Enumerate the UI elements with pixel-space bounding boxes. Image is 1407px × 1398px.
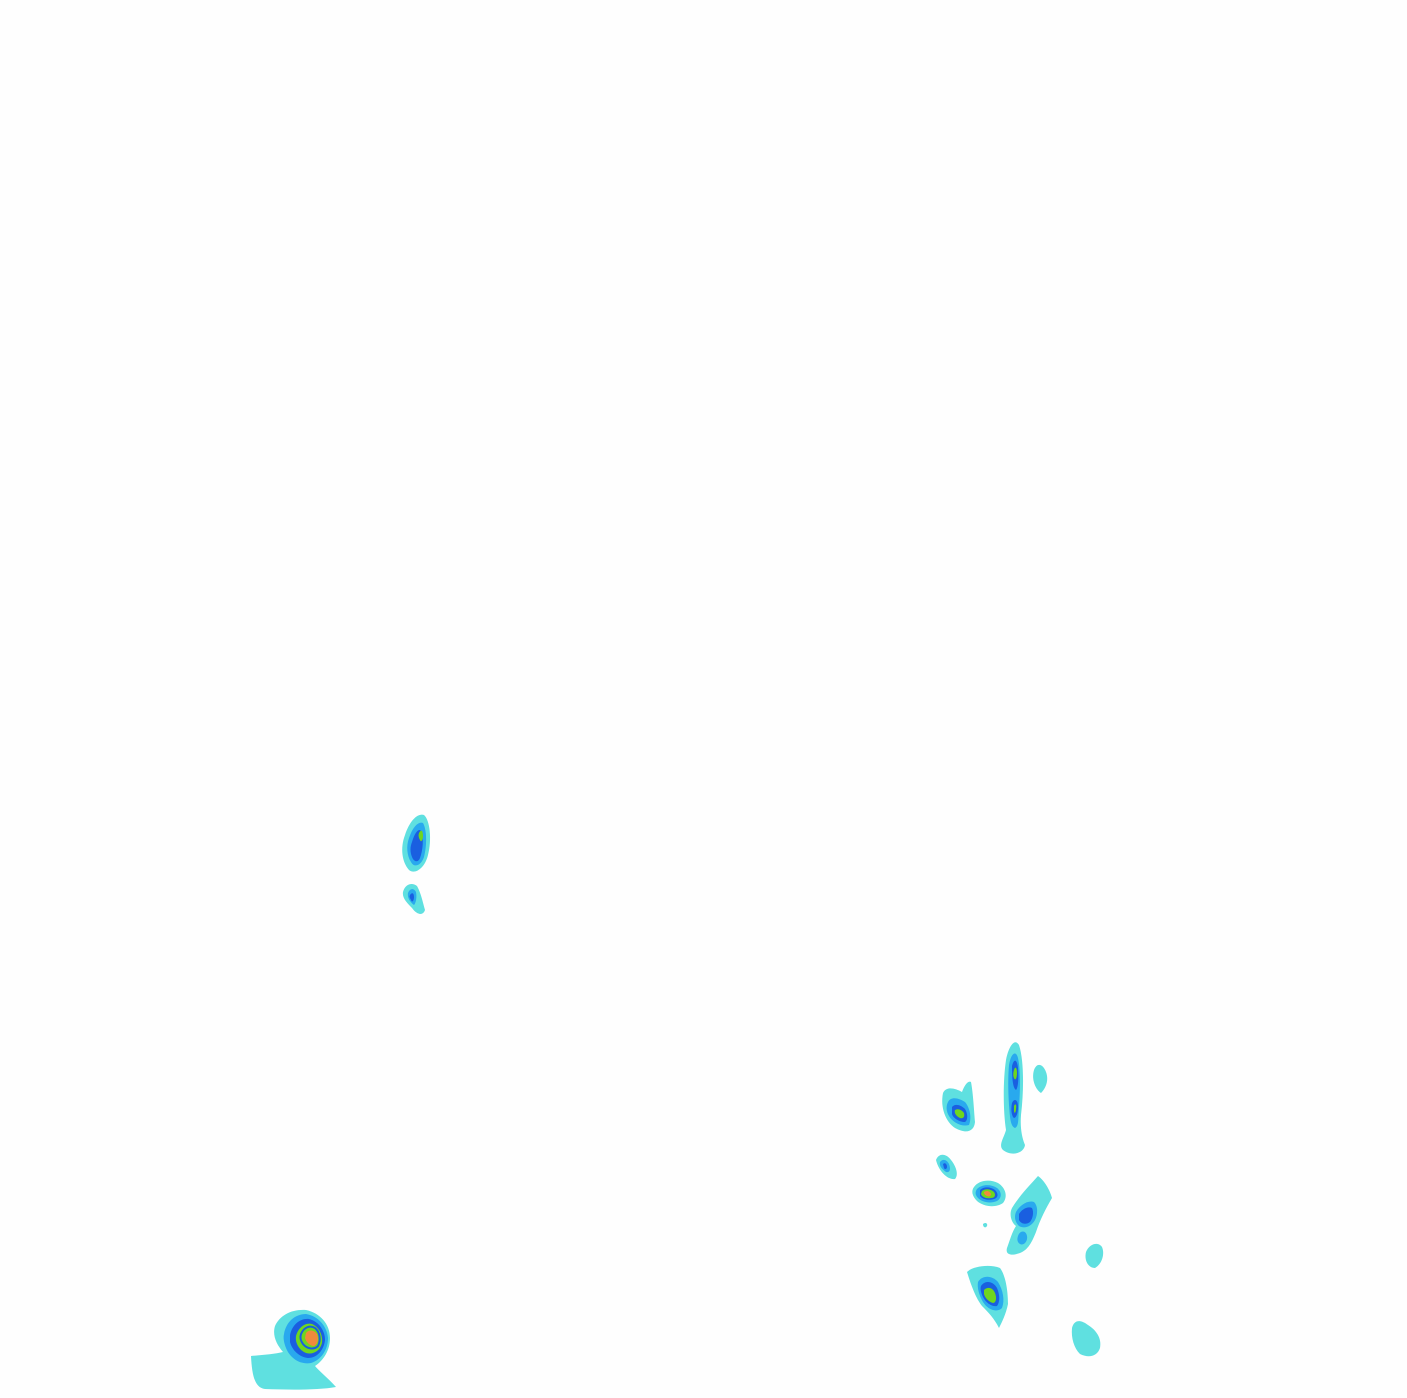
contour-level-3 [943,1163,947,1170]
contour-cluster-a [402,814,431,914]
contour-level-4 [1014,1104,1017,1113]
contour-level-4 [954,1109,965,1119]
contour-level-3 [409,893,414,902]
contour-level-1 [1071,1321,1101,1357]
contour-level-5 [305,1330,318,1346]
contour-level-4 [418,830,423,842]
contour-level-3 [1019,1207,1034,1224]
contour-level-4 [984,1287,997,1303]
contour-level-2 [1017,1231,1028,1245]
contour-level-4 [1013,1067,1017,1080]
contour-cluster-c [251,1309,336,1390]
contour-level-1 [983,1222,988,1228]
contour-level-3 [299,1325,321,1350]
contour-level-5 [984,1190,991,1197]
contour-level-1 [1033,1064,1048,1093]
contour-cluster-b [936,1042,1104,1357]
contour-level-1 [1085,1243,1104,1268]
